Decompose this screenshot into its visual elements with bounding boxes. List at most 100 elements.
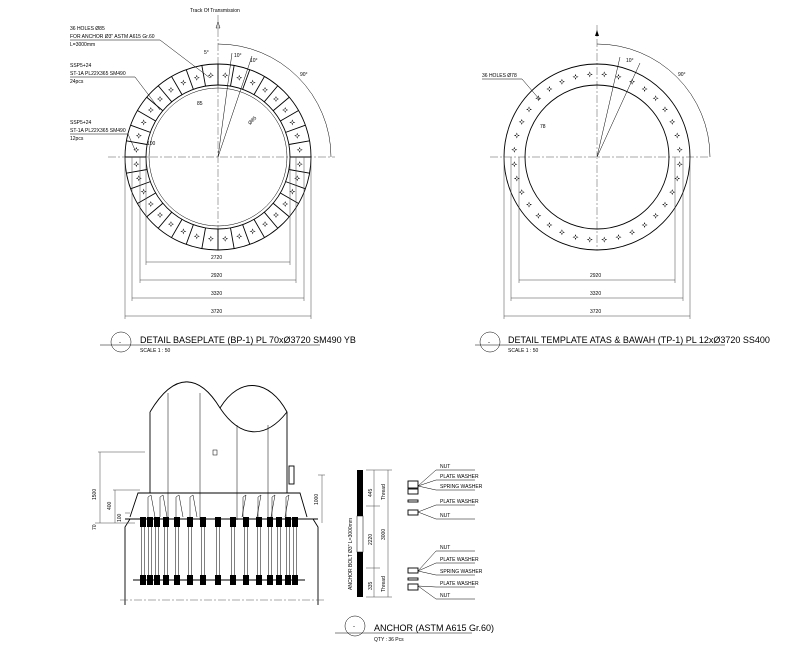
anchor-hole-icon <box>676 146 683 153</box>
gusset-plate <box>256 494 262 518</box>
part-label: PLATE WASHER <box>440 557 479 563</box>
holes-note: 36 HOLES Ø85 <box>70 26 105 32</box>
nut-icon <box>256 517 262 527</box>
leader-line <box>417 585 437 600</box>
part-label: PLATE WASHER <box>440 474 479 480</box>
stiffener-plate <box>126 169 148 174</box>
dim-335: 335 <box>368 581 374 590</box>
dim-3720: 3720 <box>211 309 222 315</box>
anchor-hole-icon <box>222 72 229 79</box>
nut-washer-assembly <box>407 480 419 591</box>
anchor-hole-icon <box>674 132 681 139</box>
stiffener-plate <box>130 181 151 190</box>
anchor-hole-icon <box>135 175 142 182</box>
dim-85: 85 <box>197 101 203 107</box>
top-thread <box>357 470 363 516</box>
stiffener-plate <box>285 124 306 133</box>
anchor-hole-icon <box>586 236 593 243</box>
gusset-plate <box>270 494 276 518</box>
anchor-hole-icon <box>676 161 683 168</box>
gusset-plate <box>189 494 198 518</box>
angle-line <box>217 55 253 158</box>
anchor-hole-icon <box>518 118 525 125</box>
anchor-hole-icon <box>615 73 622 80</box>
stiffener-note: 12pcs <box>70 136 84 142</box>
anchor-hole-icon <box>180 79 187 86</box>
title-marker: - <box>488 340 490 346</box>
anchor-hole-icon <box>282 201 289 208</box>
anchor-hole-icon <box>546 221 553 228</box>
anchor-hole-icon <box>615 234 622 241</box>
nut-icon <box>174 517 180 527</box>
leader-line <box>482 78 541 101</box>
side-bracket <box>288 465 295 485</box>
anchor-hole-icon <box>135 132 142 139</box>
anchor-hole-icon <box>272 96 279 103</box>
leader-line <box>70 76 161 111</box>
stiffener-plate <box>157 85 173 103</box>
stiffener-note: SSP5+24 <box>70 63 91 69</box>
leader-line <box>417 504 437 513</box>
baseplate-title-block: - DETAIL BASEPLATE (BP-1) PL 70xØ3720 SM… <box>100 331 356 354</box>
part-label: NUT <box>440 593 450 599</box>
holes-note: FOR ANCHOR Ø3" ASTM A615 Gr.60 <box>70 34 155 40</box>
anchor-title: ANCHOR (ASTM A615 Gr.60) <box>374 623 494 633</box>
anchor-hole-icon <box>222 235 229 242</box>
part-label: SPRING WASHER <box>440 484 483 490</box>
stiffener-plate <box>288 140 310 145</box>
angle-label: 10° <box>250 58 258 64</box>
leader-line <box>70 39 211 79</box>
stiffener-plate <box>146 202 164 218</box>
nut-icon <box>230 517 236 527</box>
template-inner-circle <box>524 84 670 230</box>
baseplate-scale: SCALE 1 : 50 <box>140 348 171 354</box>
anchor-hole-icon <box>629 78 636 85</box>
anchor-hole-icon <box>289 119 296 126</box>
baseplate-holes <box>125 64 311 250</box>
anchor-hole-icon <box>558 229 565 236</box>
gusset-plate <box>284 494 290 518</box>
nut-icon <box>267 517 273 527</box>
anchor-hole-icon <box>572 234 579 241</box>
stiffener-note: ST-1A PL22X365 SM490 <box>70 128 126 134</box>
stiffener-plate <box>288 169 310 174</box>
anchor-hole-icon <box>641 221 648 228</box>
anchor-hole-icon <box>513 175 520 182</box>
foundation-outline <box>124 518 319 605</box>
anchor-hole-icon <box>262 221 269 228</box>
anchor-hole-icon <box>294 132 301 139</box>
anchor-hole-icon <box>282 106 289 113</box>
anchor-bolts-elevation <box>133 517 305 585</box>
leader-line <box>417 479 437 487</box>
gussets <box>147 494 290 518</box>
part-label: SPRING WASHER <box>440 569 483 575</box>
anchor-hole-icon <box>296 146 303 153</box>
anchor-hole-icon <box>513 132 520 139</box>
anchor-hole-icon <box>157 211 164 218</box>
template-dimensions: 2920 3320 3720 <box>503 157 691 319</box>
baseplate-dimensions: 2720 2920 3320 3720 <box>124 157 312 319</box>
nut-icon <box>276 517 282 527</box>
nut-icon <box>215 517 221 527</box>
angle-label: 90° <box>678 72 686 78</box>
anchor-hole-icon <box>674 175 681 182</box>
template-title-block: - DETAIL TEMPLATE ATAS & BAWAH (TP-1) PL… <box>475 331 770 354</box>
dim-3320: 3320 <box>590 291 601 297</box>
template-holes-note: 36 HOLES Ø78 <box>482 73 517 79</box>
template-title: DETAIL TEMPLATE ATAS & BAWAH (TP-1) PL 1… <box>508 335 770 345</box>
leader-line <box>70 133 136 151</box>
dim-445: 445 <box>368 488 374 497</box>
leader-line <box>417 511 437 520</box>
leader-line <box>417 562 437 572</box>
anchor-hole-icon <box>207 72 214 79</box>
stiffener-plate <box>137 192 156 204</box>
pole-circle <box>148 87 288 227</box>
leader-line <box>417 585 437 588</box>
leader-line <box>417 570 437 576</box>
dim-3000: 3000 <box>381 529 387 540</box>
stiffener-plate <box>263 85 279 103</box>
anchor-hole-icon <box>262 86 269 93</box>
stiffener-plate <box>272 202 290 218</box>
track-label: Track Of Transmission <box>190 8 240 14</box>
